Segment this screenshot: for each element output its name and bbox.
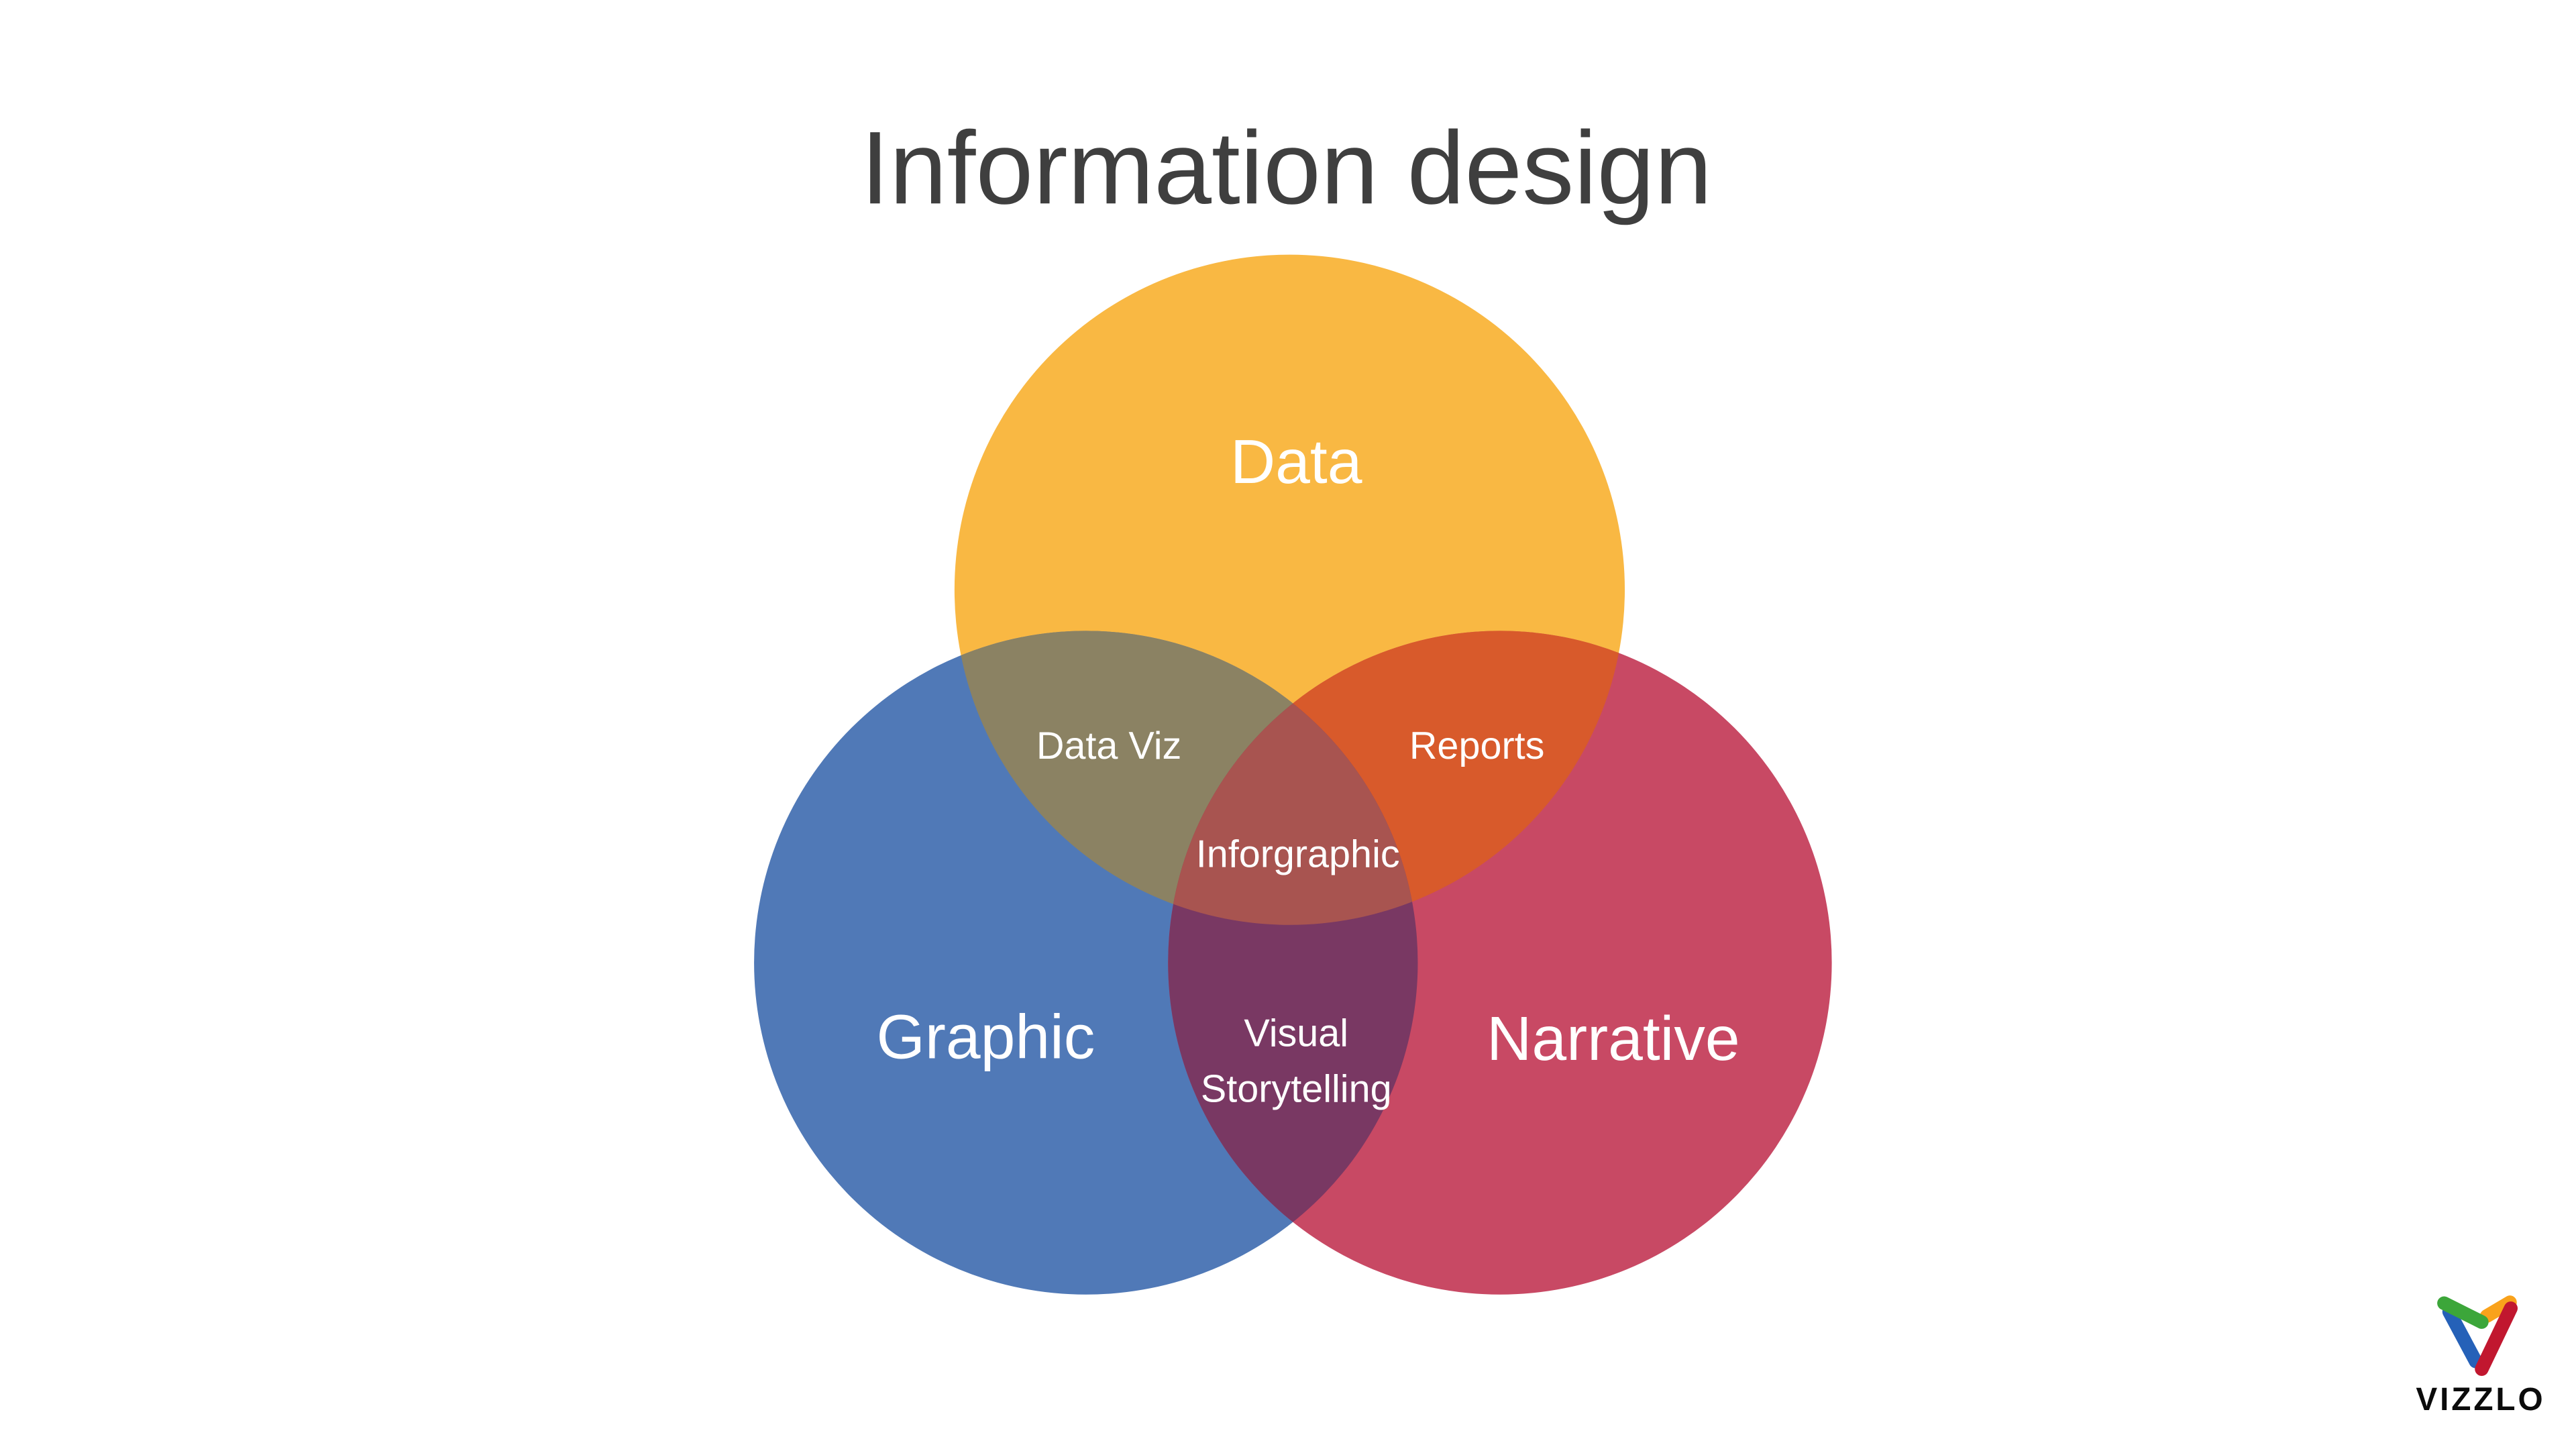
page-title: Information design bbox=[861, 109, 1712, 225]
label-visual-storytelling-line2: Storytelling bbox=[1201, 1068, 1392, 1111]
logo-red-stroke-icon bbox=[2475, 1301, 2518, 1377]
vizzlo-logo-icon bbox=[2437, 1295, 2518, 1377]
vizzlo-logo: VIZZLO bbox=[2416, 1295, 2545, 1417]
label-graphic: Graphic bbox=[876, 1002, 1095, 1071]
logo-green-stroke-icon bbox=[2437, 1296, 2489, 1329]
venn-labels: Data Graphic Narrative Data Viz Reports … bbox=[876, 427, 1739, 1111]
overlap-center bbox=[1168, 631, 1418, 925]
label-data: Data bbox=[1230, 427, 1362, 496]
label-inforgraphic: Inforgraphic bbox=[1196, 833, 1400, 875]
label-visual-storytelling-line1: Visual bbox=[1244, 1012, 1348, 1055]
label-data-viz: Data Viz bbox=[1036, 724, 1181, 767]
label-reports: Reports bbox=[1409, 724, 1545, 767]
vizzlo-wordmark: VIZZLO bbox=[2416, 1382, 2545, 1417]
label-narrative: Narrative bbox=[1487, 1004, 1739, 1073]
logo-blue-stroke-icon bbox=[2442, 1305, 2483, 1368]
overlap-center-fill bbox=[1168, 631, 1418, 925]
